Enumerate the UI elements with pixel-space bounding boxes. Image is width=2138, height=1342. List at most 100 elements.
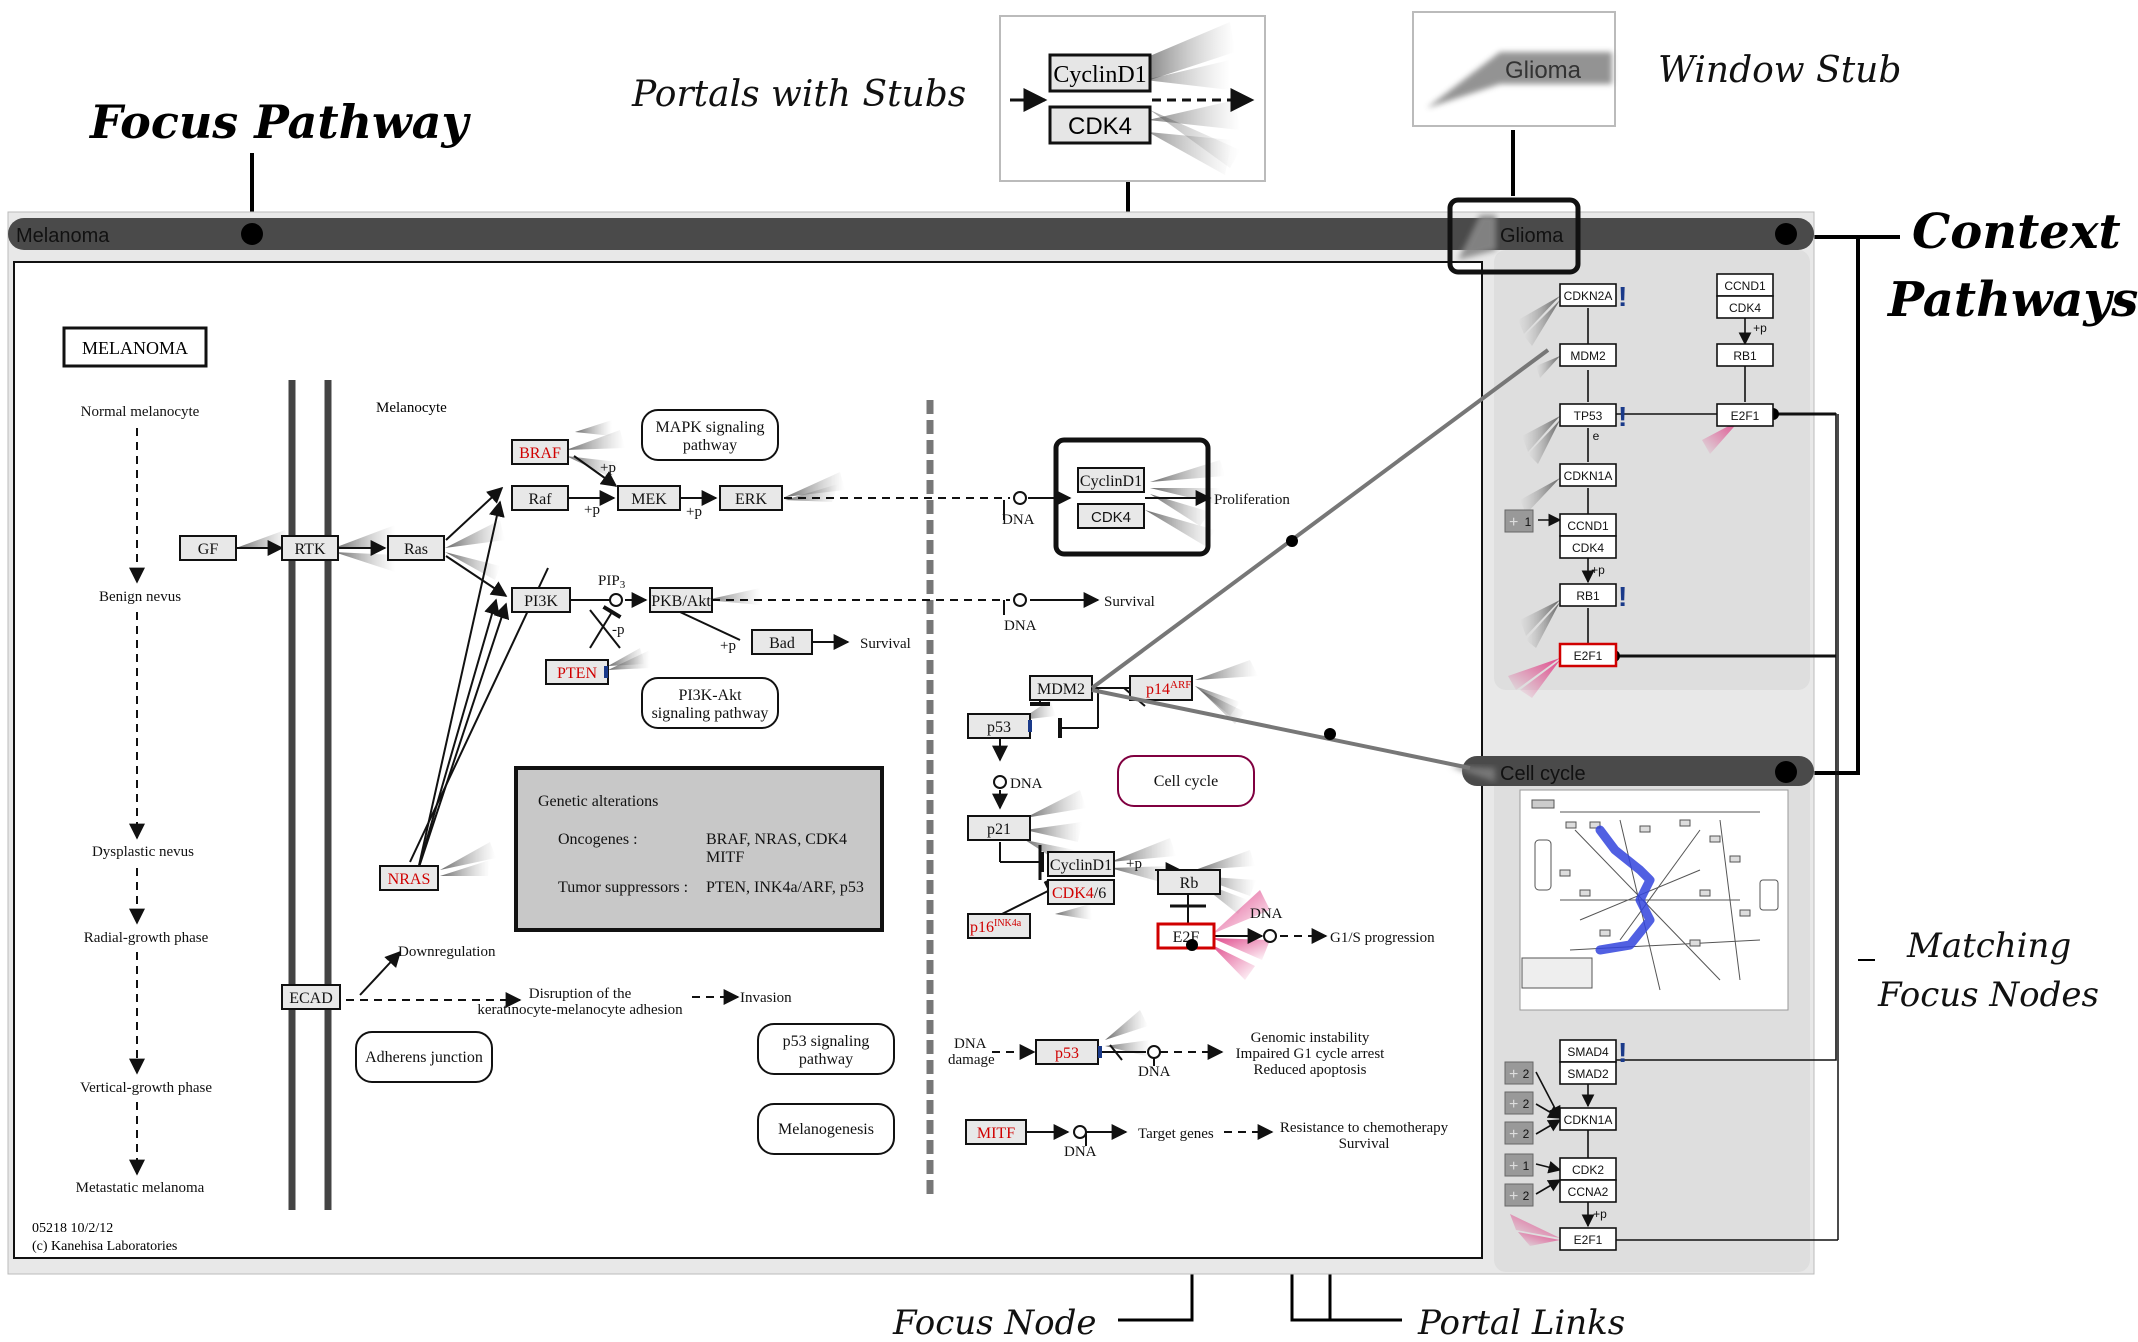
node-cdk4[interactable] bbox=[1047, 879, 1115, 905]
cc-node-smad2[interactable] bbox=[1559, 1061, 1617, 1085]
glioma-node-e2f1b[interactable] bbox=[1716, 403, 1774, 427]
glioma-node-tp53[interactable] bbox=[1559, 403, 1617, 427]
node-e2f[interactable] bbox=[1156, 922, 1216, 950]
node-p21[interactable] bbox=[967, 815, 1031, 841]
node-pkb[interactable] bbox=[649, 587, 713, 613]
window-stub-callout: Glioma bbox=[1412, 11, 1616, 127]
label-mek: MEK bbox=[631, 491, 667, 508]
link-melanogenesis-text: Melanogenesis bbox=[778, 1121, 874, 1138]
glioma-label-mdm2: MDM2 bbox=[1570, 349, 1606, 363]
cell-cycle-window[interactable]: Cell cycle bbox=[1450, 756, 1814, 1272]
label-mdm2: MDM2 bbox=[1037, 681, 1085, 698]
node-nras[interactable] bbox=[379, 865, 439, 891]
link-melanogenesis[interactable] bbox=[757, 1103, 895, 1155]
glioma-node-cdkn2a[interactable] bbox=[1559, 283, 1617, 307]
node-mek[interactable] bbox=[617, 485, 681, 511]
svg-text:+: + bbox=[1509, 1188, 1518, 1205]
label-p-2: +p bbox=[584, 502, 600, 518]
node-braf[interactable] bbox=[511, 439, 569, 465]
cc-count-5: 2 bbox=[1523, 1189, 1530, 1203]
node-bad[interactable] bbox=[751, 629, 813, 655]
cc-node-cdkn1a[interactable] bbox=[1559, 1107, 1617, 1131]
glioma-node-cdk4[interactable] bbox=[1559, 535, 1617, 559]
glioma-node-rb1[interactable] bbox=[1559, 583, 1617, 607]
node-gf[interactable] bbox=[179, 535, 237, 561]
node-rtk[interactable] bbox=[281, 535, 339, 561]
stage-metastatic: Metastatic melanoma bbox=[76, 1180, 205, 1196]
link-mapk[interactable] bbox=[641, 409, 779, 461]
label-p-1: +p bbox=[600, 460, 616, 476]
link-adherens[interactable] bbox=[355, 1031, 493, 1083]
glioma-label-cdkn1a: CDKN1A bbox=[1564, 469, 1613, 483]
node-ecad[interactable] bbox=[281, 984, 341, 1010]
glioma-label-e: e bbox=[1593, 429, 1600, 443]
link-p53-signaling[interactable] bbox=[757, 1023, 895, 1075]
glioma-node-rb1b[interactable] bbox=[1716, 343, 1774, 367]
label-raf: Raf bbox=[528, 491, 552, 508]
node-rb[interactable] bbox=[1157, 869, 1221, 895]
cc-count-2: 2 bbox=[1523, 1097, 1530, 1111]
melanoma-box-title: MELANOMA bbox=[82, 338, 188, 358]
node-p53b[interactable] bbox=[1035, 1039, 1099, 1065]
stage-normal: Normal melanocyte bbox=[81, 404, 200, 420]
link-pi3k-akt[interactable] bbox=[641, 677, 779, 729]
label-dna-5: DNA bbox=[1138, 1064, 1171, 1080]
node-mdm2[interactable] bbox=[1029, 675, 1093, 701]
focus-pathway-label: Focus Pathway bbox=[88, 95, 471, 149]
glioma-node-cdk4b[interactable] bbox=[1716, 295, 1774, 319]
label-genomic-1: Genomic instability bbox=[1251, 1030, 1370, 1046]
label-survival-2: Survival bbox=[860, 636, 911, 652]
label-p-3: +p bbox=[686, 504, 702, 520]
svg-text:+: + bbox=[1509, 514, 1518, 531]
glioma-node-cdkn1a[interactable] bbox=[1559, 463, 1617, 487]
glioma-label-ccnd1: CCND1 bbox=[1567, 519, 1609, 533]
label-braf: BRAF bbox=[519, 445, 561, 462]
cell-cycle-thumbnail bbox=[1521, 799, 1779, 991]
link-cell-cycle[interactable] bbox=[1117, 755, 1255, 807]
cc-label-cdk2: CDK2 bbox=[1572, 1163, 1604, 1177]
label-target-genes: Target genes bbox=[1138, 1126, 1214, 1142]
svg-text:+: + bbox=[1509, 1158, 1518, 1175]
label-genomic-2: Impaired G1 cycle arrest bbox=[1236, 1046, 1386, 1062]
label-p53b: p53 bbox=[1055, 1045, 1079, 1062]
annotations: Focus Pathway Portals with Stubs Window … bbox=[88, 50, 2138, 1342]
link-mapk-1: MAPK signaling bbox=[656, 419, 765, 436]
node-p14[interactable] bbox=[1129, 675, 1193, 701]
label-dna-1: DNA bbox=[1002, 512, 1035, 528]
melanoma-title: Melanoma bbox=[16, 225, 110, 247]
glioma-label-rb1: RB1 bbox=[1576, 589, 1600, 603]
label-pip3: PIP3 bbox=[598, 573, 626, 591]
node-p53[interactable] bbox=[967, 713, 1031, 739]
node-cdk4-main[interactable] bbox=[1077, 503, 1145, 529]
node-p16[interactable] bbox=[967, 913, 1031, 939]
label-p-4: +p bbox=[720, 638, 736, 654]
label-cdk4: CDK4/6 bbox=[1052, 885, 1106, 902]
glioma-node-e2f1[interactable] bbox=[1558, 642, 1618, 668]
node-mitf[interactable] bbox=[965, 1119, 1027, 1145]
cc-count-1: 2 bbox=[1523, 1067, 1530, 1081]
genetic-alterations-box bbox=[514, 766, 884, 932]
glioma-label-rb1b: RB1 bbox=[1733, 349, 1757, 363]
label-erk: ERK bbox=[735, 491, 767, 508]
node-pi3k[interactable] bbox=[511, 587, 571, 613]
label-p-5: +p bbox=[1126, 856, 1142, 872]
link-cell-cycle-text: Cell cycle bbox=[1154, 773, 1218, 790]
label-cyclind1: CyclinD1 bbox=[1050, 857, 1112, 874]
node-cyclind1-main[interactable] bbox=[1077, 467, 1145, 493]
link-pi3k-2: signaling pathway bbox=[652, 705, 769, 722]
node-ras[interactable] bbox=[387, 535, 445, 561]
label-dna-2: DNA bbox=[1004, 618, 1037, 634]
link-p53-1: p53 signaling bbox=[783, 1033, 870, 1050]
node-raf[interactable] bbox=[511, 485, 569, 511]
cc-node-e2f1[interactable] bbox=[1559, 1227, 1617, 1251]
node-erk[interactable] bbox=[719, 485, 783, 511]
genetic-sup-label: Tumor suppressors : bbox=[558, 879, 688, 896]
label-genomic-3: Reduced apoptosis bbox=[1254, 1062, 1367, 1078]
glioma-node-mdm2[interactable] bbox=[1559, 343, 1617, 367]
cc-label-cdkn1a: CDKN1A bbox=[1564, 1113, 1613, 1127]
node-cyclind1[interactable] bbox=[1047, 851, 1115, 877]
label-rtk: RTK bbox=[294, 541, 325, 558]
node-pten[interactable] bbox=[545, 659, 609, 685]
cc-node-ccna2[interactable] bbox=[1559, 1179, 1617, 1203]
